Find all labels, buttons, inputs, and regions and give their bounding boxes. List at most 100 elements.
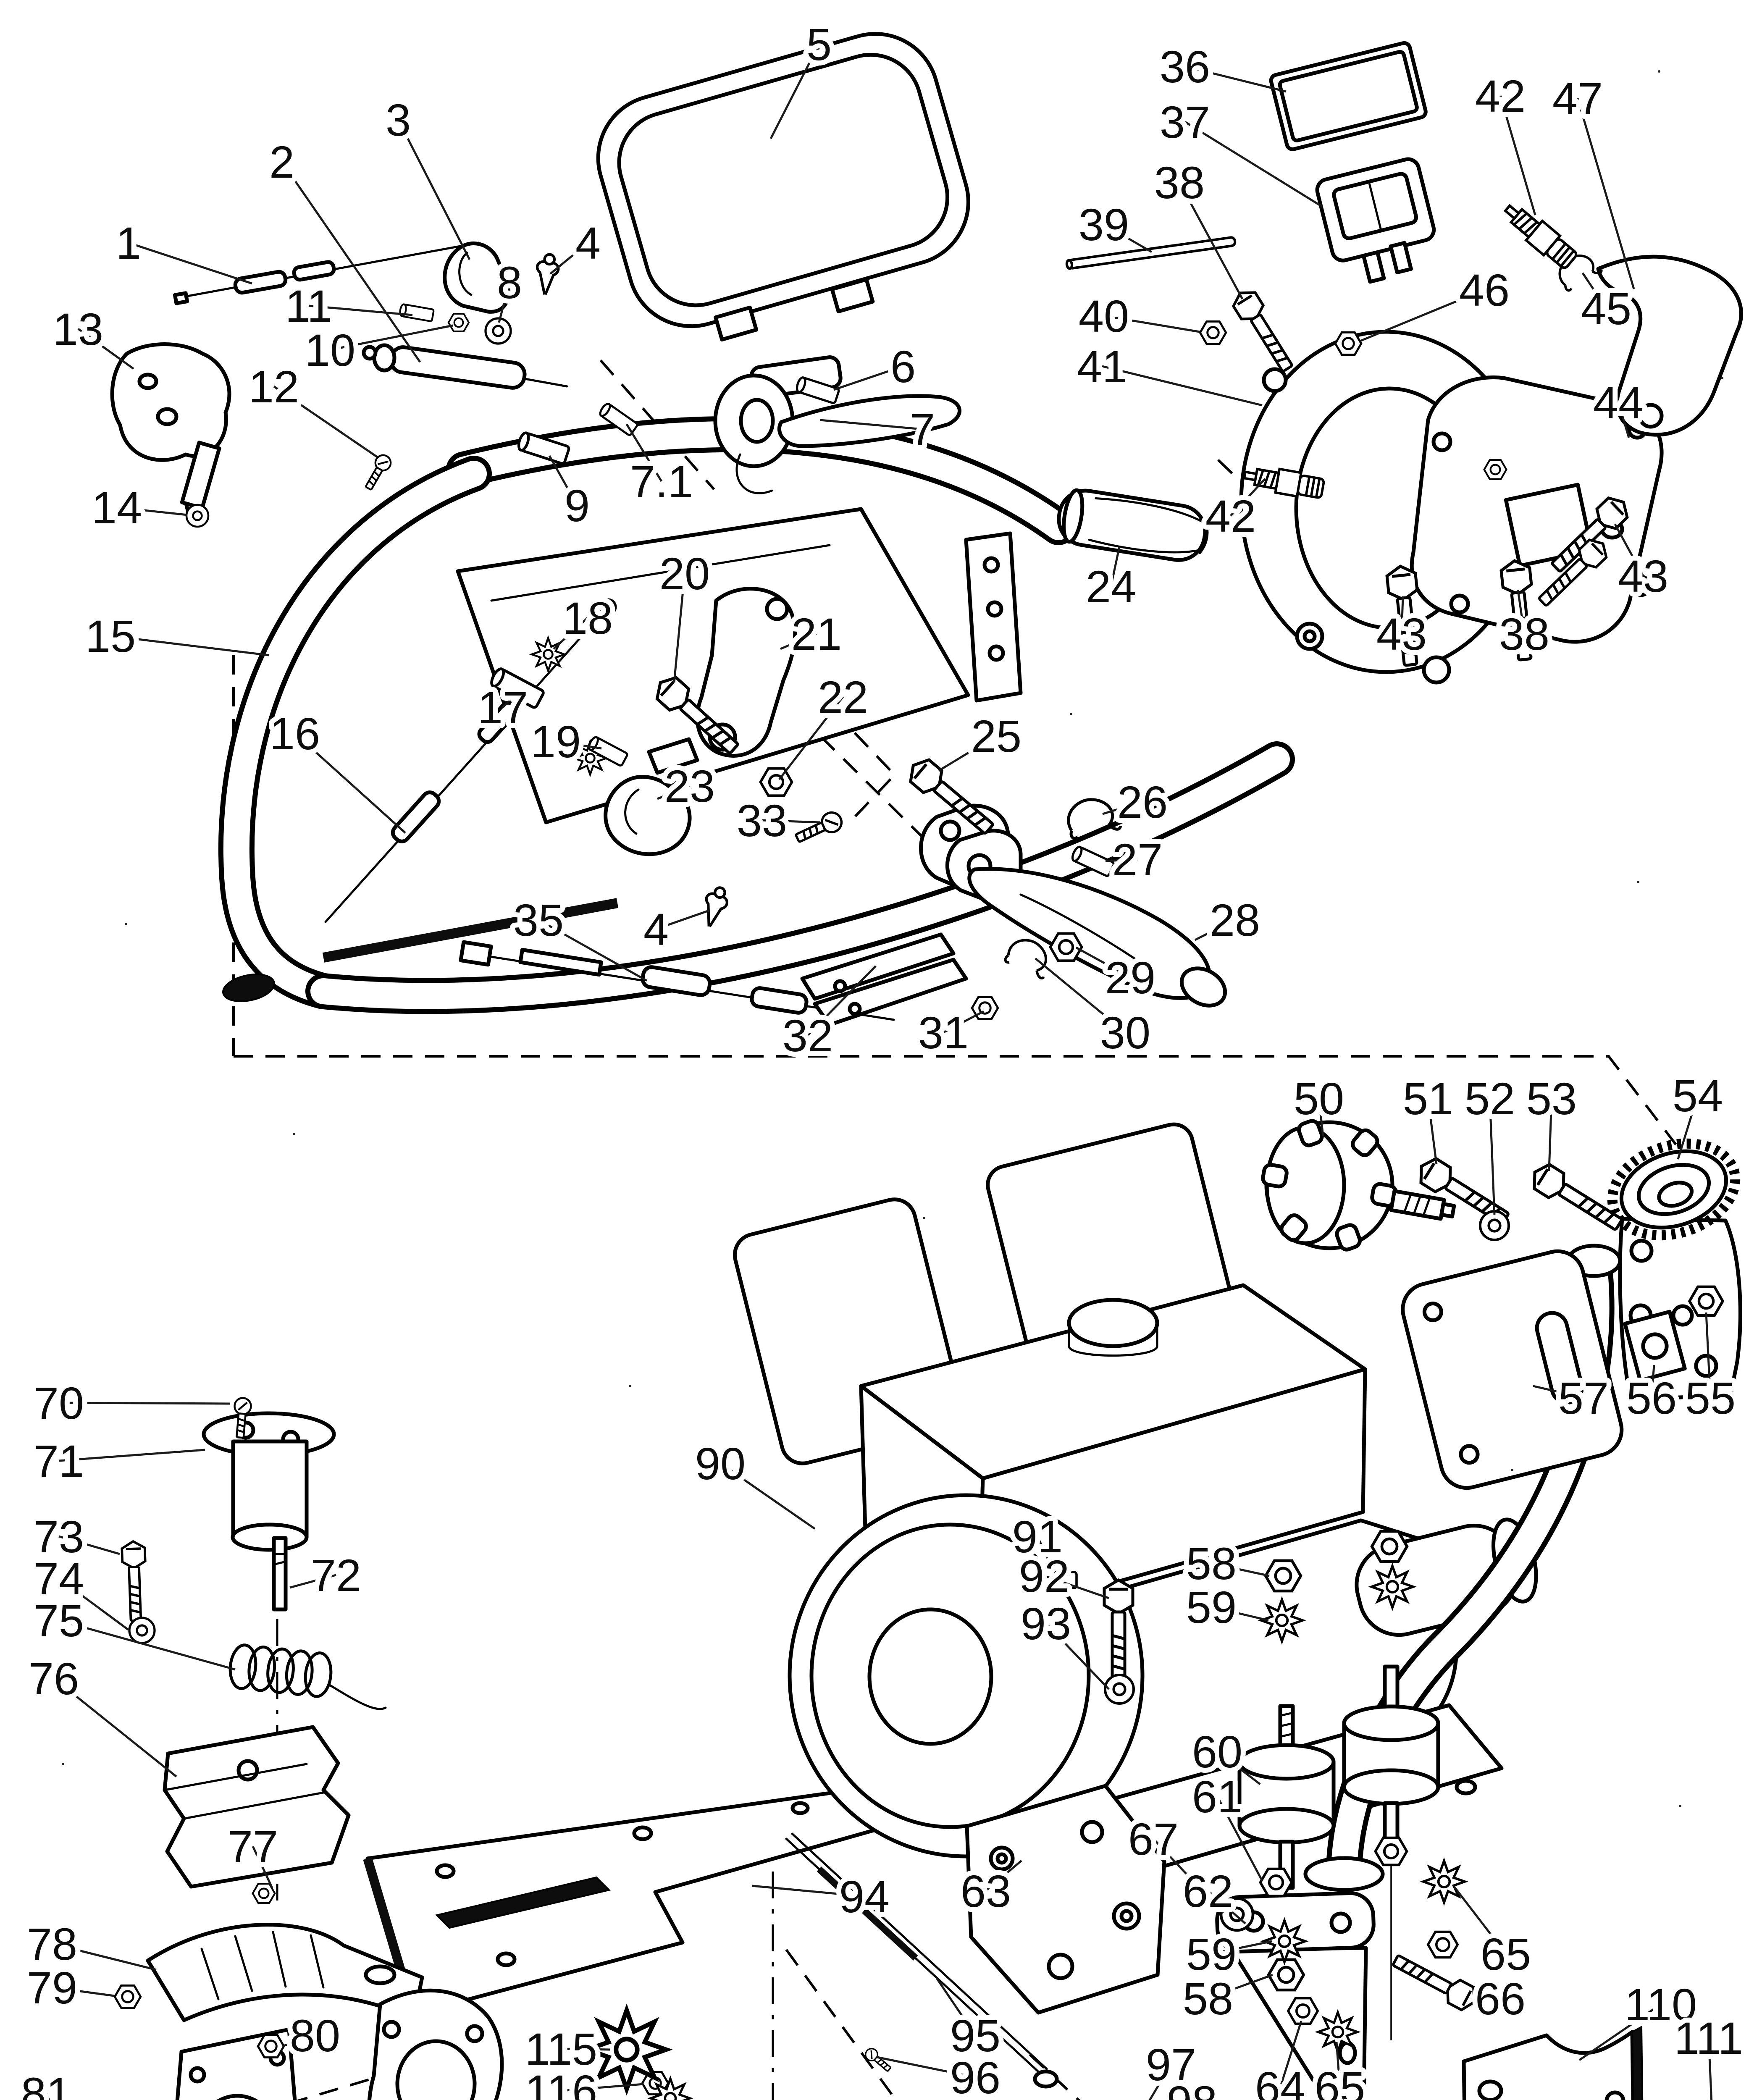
callout-32: 32 [777, 965, 877, 1066]
part-number-label: 3 [386, 94, 411, 145]
leader-line [1499, 95, 1536, 215]
part-number-label: 71 [34, 1436, 84, 1486]
part-cable-1 [173, 242, 480, 305]
callout-70: 70 [29, 1373, 231, 1433]
callout-4: 4 [549, 213, 606, 275]
leader-line [330, 324, 453, 351]
leader-line [58, 1619, 236, 1671]
part-number-label: 18 [562, 593, 613, 643]
leader-line [397, 119, 471, 260]
part-number-label: 21 [791, 609, 842, 659]
hardware-nut-icon [1484, 460, 1507, 479]
leader-line [1105, 858, 1138, 862]
callout-33: 33 [732, 790, 820, 851]
callout-6: 6 [833, 336, 921, 397]
callout-58: 58 [1178, 1968, 1273, 2029]
part-gear-bracket-54 [1607, 1138, 1742, 1402]
leader-line [1207, 1890, 1246, 1924]
part-number-label: 41 [1077, 341, 1127, 392]
callout-55: 55 [1680, 1312, 1741, 1428]
part-number-label: 42 [1205, 491, 1256, 541]
part-number-label: 57 [1558, 1373, 1609, 1423]
callout-46: 46 [1360, 260, 1515, 342]
leader-line [656, 909, 709, 930]
callout-18: 18 [553, 588, 618, 650]
part-number-label: 55 [1685, 1373, 1736, 1423]
part-number-label: 38 [1154, 157, 1205, 208]
callout-94: 94 [751, 1866, 895, 1927]
part-number-label: 115 [525, 2024, 597, 2074]
callout-58: 58 [1181, 1533, 1270, 1594]
part-number-label: 66 [1475, 1973, 1526, 2024]
callout-8: 8 [492, 252, 527, 323]
part-switch-cover-36 [1269, 41, 1428, 151]
leader-line [1036, 1536, 1056, 1574]
leader-line [807, 965, 877, 1036]
callout-45: 45 [1576, 272, 1636, 339]
part-number-label: 16 [270, 708, 320, 759]
leader-line [1216, 1751, 1261, 1785]
leader-line [625, 423, 663, 482]
callout-57: 57 [1533, 1368, 1614, 1428]
leader-line [778, 696, 844, 780]
leader-line [1208, 1974, 1273, 2000]
part-number-label: 78 [27, 1919, 77, 1969]
callout-116: 116 [520, 2061, 644, 2100]
leader-line [1153, 1838, 1224, 1914]
part-number-label: 93 [1021, 1598, 1071, 1649]
hardware-pin-icon [399, 304, 434, 321]
callout-17: 17 [473, 677, 533, 738]
callout-56: 56 [1621, 1365, 1682, 1428]
part-number-label: 81 [21, 2068, 71, 2100]
leader-line [502, 693, 517, 708]
part-number-label: 43 [1376, 609, 1427, 659]
part-number-label: 35 [513, 895, 564, 945]
leader-line [1110, 546, 1121, 587]
leader-line [877, 2056, 976, 2079]
callout-44: 44 [1588, 372, 1649, 438]
leader-line [289, 1574, 336, 1589]
leader-line [561, 2083, 644, 2092]
hardware-nut-icon [761, 769, 792, 796]
part-number-label: 62 [1183, 1866, 1233, 1916]
leader-line [1184, 65, 1287, 93]
callout-13: 13 [48, 299, 134, 370]
hardware-nut-icon [1376, 1838, 1407, 1865]
part-number-label: 79 [27, 1962, 77, 2013]
part-plate-63 [965, 1784, 1166, 2015]
part-rod-95 [785, 1832, 1059, 2089]
hardware-star-icon [1372, 1566, 1413, 1608]
leader-line [252, 1845, 273, 1889]
part-number-label: 58 [1183, 1973, 1233, 2024]
leader-line [943, 1010, 985, 1034]
part-number-label: 56 [1626, 1373, 1677, 1423]
hardware-spring-icon [228, 1644, 333, 1698]
leader-line [673, 573, 686, 683]
part-number-label: 7.1 [630, 456, 693, 507]
callout-75: 75 [29, 1590, 236, 1671]
part-number-label: 40 [1079, 291, 1129, 341]
part-lower-left-brackets [146, 1923, 504, 2100]
callout-19: 19 [525, 711, 602, 772]
callout-91: 91 [1007, 1506, 1068, 1574]
leader-line [1102, 801, 1143, 815]
leader-line [1216, 1796, 1263, 1882]
hardware-nut-icon [1200, 321, 1226, 344]
leader-line [657, 785, 690, 800]
part-number-label: 92 [1019, 1551, 1069, 1601]
part-number-label: 70 [34, 1378, 84, 1428]
part-number-label: 111 [1674, 2013, 1743, 2063]
part-number-label: 64 [1255, 2062, 1305, 2100]
leader-line [308, 304, 413, 316]
callout-95: 95 [935, 1977, 1006, 2066]
hardware-nut-icon [115, 1985, 141, 2008]
callout-52: 52 [1460, 1068, 1520, 1215]
leader-line [1178, 181, 1244, 300]
part-number-label: 44 [1593, 377, 1644, 428]
callout-42: 42 [1470, 66, 1536, 215]
leader-line [935, 1977, 977, 2036]
leader-line [1103, 315, 1200, 333]
leader-line [1614, 523, 1644, 577]
callout-37: 37 [1155, 92, 1323, 208]
